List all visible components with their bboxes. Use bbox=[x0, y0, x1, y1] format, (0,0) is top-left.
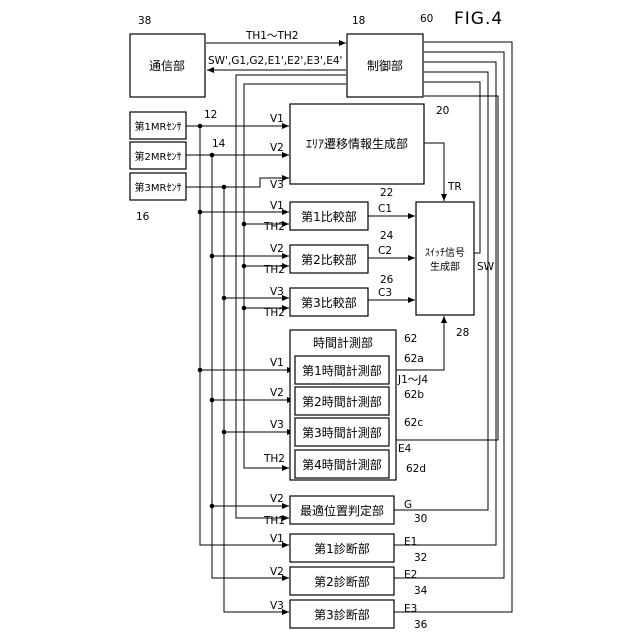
switch-signal-generator-block: ｽｲｯﾁ信号 生成部 28 bbox=[416, 202, 474, 339]
timer-2-ref: 62b bbox=[404, 389, 424, 401]
comparator-3-label: 第3比較部 bbox=[301, 295, 357, 310]
communication-label: 通信部 bbox=[149, 58, 185, 73]
signal-v1-diag1: V1 bbox=[270, 533, 284, 545]
comparator-2-ref: 24 bbox=[380, 230, 394, 242]
switch-gen-ref: 28 bbox=[456, 327, 469, 339]
communication-ref: 38 bbox=[138, 15, 151, 27]
mr3-ref: 16 bbox=[136, 211, 150, 223]
area-transition-label: ｴﾘｱ遷移情報生成部 bbox=[306, 136, 408, 151]
time-measurement-block: 時間計測部 62 第1時間計測部 62a 第2時間計測部 62b 第3時間計測部… bbox=[290, 330, 426, 480]
signal-j1-j4: J1～J4 bbox=[397, 374, 428, 386]
signal-e3: E3 bbox=[404, 603, 417, 615]
signal-v2-area: V2 bbox=[270, 142, 284, 154]
junction-dots bbox=[198, 124, 247, 509]
comparator-1-label: 第1比較部 bbox=[301, 209, 357, 224]
switch-gen-label-1: ｽｲｯﾁ信号 bbox=[425, 247, 465, 259]
communication-block: 通信部 38 bbox=[130, 15, 205, 97]
signal-v1-comp1: V1 bbox=[270, 200, 284, 212]
optimal-position-label: 最適位置判定部 bbox=[300, 503, 384, 518]
area-transition-block: ｴﾘｱ遷移情報生成部 20 bbox=[290, 104, 449, 184]
area-transition-ref: 20 bbox=[436, 105, 449, 117]
mr3-block: 第3MRｾﾝｻ 16 bbox=[130, 173, 186, 223]
signal-th1-optimal: TH1 bbox=[263, 515, 285, 527]
diagnosis-3-ref: 36 bbox=[414, 619, 428, 631]
signal-th1-th2: TH1～TH2 bbox=[245, 30, 298, 42]
optimal-position-ref: 30 bbox=[414, 513, 427, 525]
signal-v3-tm3: V3 bbox=[270, 419, 284, 431]
diagnosis-3-label: 第3診断部 bbox=[314, 607, 370, 622]
line-tr bbox=[424, 143, 444, 201]
signal-e2: E2 bbox=[404, 569, 417, 581]
signal-v2-tm2: V2 bbox=[270, 387, 284, 399]
timer-1-ref: 62a bbox=[404, 353, 424, 365]
mr1-label: 第1MRｾﾝｻ bbox=[135, 120, 182, 133]
controller-label: 制御部 bbox=[367, 58, 403, 73]
signal-g: G bbox=[404, 499, 412, 511]
signal-e4: E4 bbox=[398, 443, 412, 455]
comparator-1-ref: 22 bbox=[380, 187, 393, 199]
mr2-ref: 14 bbox=[212, 138, 226, 150]
comparator-3-ref: 26 bbox=[380, 274, 394, 286]
controller-ref: 18 bbox=[352, 15, 365, 27]
mr3-label: 第3MRｾﾝｻ bbox=[135, 181, 182, 194]
signal-v3-diag3: V3 bbox=[270, 600, 284, 612]
signal-v2-diag2: V2 bbox=[270, 566, 284, 578]
signal-v3-area: V3 bbox=[270, 179, 284, 191]
system-ref: 60 bbox=[420, 13, 433, 25]
timer-2-label: 第2時間計測部 bbox=[302, 394, 382, 409]
mr1-block: 第1MRｾﾝｻ 12 bbox=[130, 109, 217, 139]
timer-3-label: 第3時間計測部 bbox=[302, 425, 382, 440]
signal-th2-tm4: TH2 bbox=[263, 453, 285, 465]
signal-th2-comp2: TH2 bbox=[263, 264, 285, 276]
diagnosis-1-label: 第1診断部 bbox=[314, 541, 370, 556]
signal-sw: SW bbox=[477, 261, 495, 273]
timer-4-label: 第4時間計測部 bbox=[302, 457, 382, 472]
signal-v3-comp3: V3 bbox=[270, 286, 284, 298]
timer-1-label: 第1時間計測部 bbox=[302, 363, 382, 378]
signal-c2: C2 bbox=[378, 245, 392, 257]
signal-c3: C3 bbox=[378, 287, 392, 299]
signal-th2-comp1: TH2 bbox=[263, 221, 285, 233]
switch-gen-label-2: 生成部 bbox=[430, 260, 460, 273]
timer-4-ref: 62d bbox=[406, 463, 426, 475]
signal-outputs: SW',G1,G2,E1',E2',E3',E4' bbox=[208, 55, 342, 67]
signal-v1-tm1: V1 bbox=[270, 357, 284, 369]
signal-v2-optimal: V2 bbox=[270, 493, 284, 505]
diagnosis-1-ref: 32 bbox=[414, 552, 427, 564]
signal-v2-comp2: V2 bbox=[270, 243, 284, 255]
diagnosis-2-label: 第2診断部 bbox=[314, 574, 370, 589]
time-measurement-ref: 62 bbox=[404, 333, 417, 345]
diagnosis-2-ref: 34 bbox=[414, 585, 428, 597]
mr2-label: 第2MRｾﾝｻ bbox=[135, 150, 182, 163]
mr1-ref: 12 bbox=[204, 109, 217, 121]
signal-c1: C1 bbox=[378, 203, 392, 215]
signal-e1: E1 bbox=[404, 536, 417, 548]
comparator-2-label: 第2比較部 bbox=[301, 252, 357, 267]
signal-tr: TR bbox=[447, 181, 462, 193]
time-measurement-label: 時間計測部 bbox=[313, 335, 373, 350]
signal-th2-comp3: TH2 bbox=[263, 307, 285, 319]
figure-label: FIG.4 bbox=[454, 9, 503, 29]
timer-3-ref: 62c bbox=[404, 417, 423, 429]
controller-block: 制御部 18 bbox=[347, 15, 423, 97]
signal-v1-area: V1 bbox=[270, 113, 284, 125]
